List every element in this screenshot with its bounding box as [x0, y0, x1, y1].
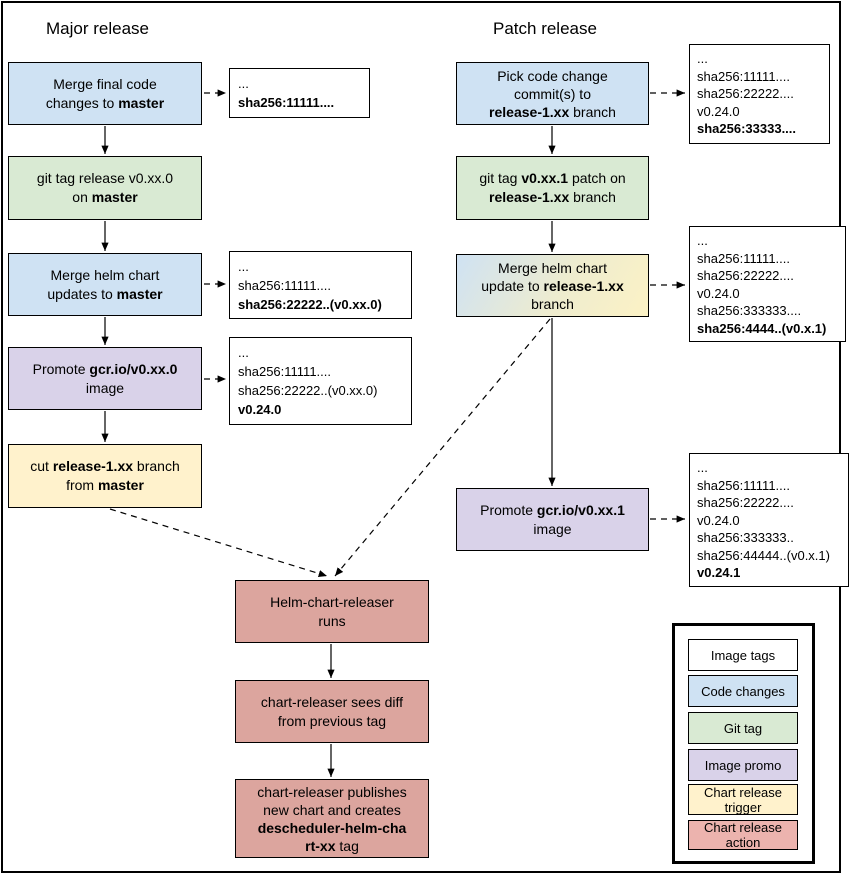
legend-item-git-tag: Git tag	[688, 712, 798, 744]
tag-box-after-pick: ...sha256:11111....sha256:22222....v0.24…	[689, 44, 830, 144]
tag-box-after-promote-patch: ...sha256:11111....sha256:22222....v0.24…	[689, 453, 849, 587]
tag-box-after-helm-patch: ...sha256:11111....sha256:22222....v0.24…	[689, 226, 846, 342]
tag-box-after-promote-major: ...sha256:11111....sha256:22222..(v0.xx.…	[229, 337, 412, 425]
major-release-title: Major release	[46, 19, 149, 38]
tag-box-after-helm-major: ...sha256:11111....sha256:22222..(v0.xx.…	[229, 251, 412, 319]
legend-item-image-tags: Image tags	[688, 639, 798, 671]
legend-item-code-changes: Code changes	[688, 675, 798, 707]
patch-release-title: Patch release	[493, 19, 597, 38]
legend-item-chart-action: Chart release action	[688, 820, 798, 850]
legend-item-image-promo: Image promo	[688, 749, 798, 781]
legend-item-chart-trigger: Chart release trigger	[688, 784, 798, 815]
tag-box-after-merge-code: ...sha256:11111....	[229, 68, 370, 118]
